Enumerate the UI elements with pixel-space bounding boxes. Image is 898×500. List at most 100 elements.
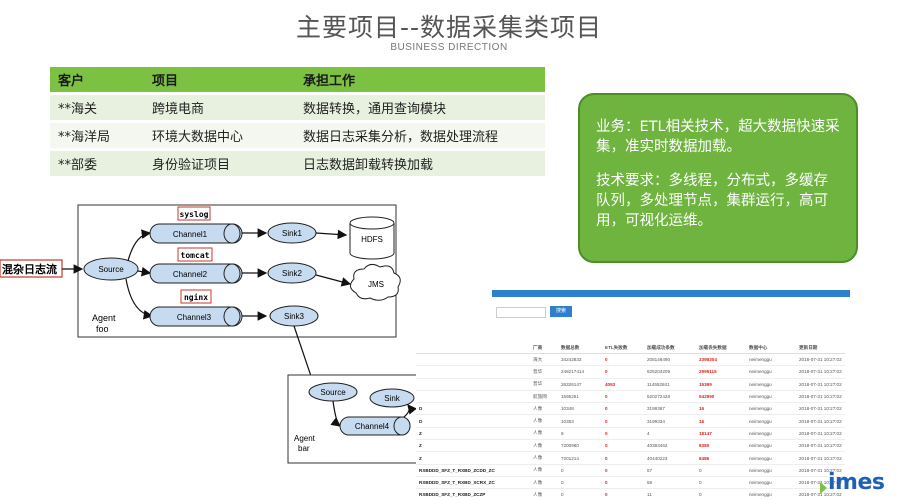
svg-text:nginx: nginx — [184, 292, 208, 302]
summary-box: 业务：ETL相关技术，超大数据快速采集，准实时数据加载。 技术要求：多线程，分布… — [578, 93, 858, 263]
svg-text:Source: Source — [320, 388, 346, 397]
stats-cell: RXBDDD_SFZ_T_RXBD_ZCDD_ZC — [416, 464, 530, 477]
stats-cell: 2018-07-31 10:27:02 — [796, 353, 845, 367]
stats-cell: neimenggu — [746, 427, 796, 441]
stats-cell — [416, 365, 530, 379]
stats-cell: 人像 — [530, 402, 558, 416]
channel3-node: Channel3 — [149, 306, 243, 327]
channel4-node: Channel4 — [339, 416, 411, 436]
business-text: 业务：ETL相关技术，超大数据快速采集，准实时数据加载。 — [596, 119, 840, 155]
stats-cell: 0 — [602, 365, 644, 379]
stats-cell: 7201214 — [558, 451, 602, 465]
search-button[interactable]: 搜索 — [550, 306, 572, 317]
hdfs-cylinder: HDFS — [349, 216, 395, 260]
stats-cell: 0 — [696, 476, 746, 490]
stats-cell: 普华 — [530, 378, 558, 391]
agent-bar-name: bar — [298, 444, 310, 453]
cell-customer: **部委 — [50, 148, 144, 176]
stats-cell: 人像 — [530, 488, 558, 500]
stats-cell: 海大 — [530, 353, 558, 367]
stats-cell: 2018-07-31 10:27:02 — [796, 365, 845, 379]
stats-cell: 0 — [602, 451, 644, 465]
logo-mark-icon — [820, 482, 827, 494]
search-input[interactable] — [496, 307, 546, 318]
stats-cell: 2018-07-31 10:27:02 — [796, 439, 845, 453]
svg-text:syslog: syslog — [180, 210, 209, 219]
agent-bar-label: Agent — [294, 434, 316, 443]
stats-cell: 0 — [602, 476, 644, 490]
stats-cell: 2018-07-31 10:27:02 — [796, 378, 845, 391]
header-project: 项目 — [144, 67, 295, 94]
table-row: **海关 跨境电商 数据转换，通用查询模块 — [50, 92, 545, 122]
stats-cell: 625204209 — [644, 365, 696, 379]
svg-text:Sink2: Sink2 — [282, 269, 303, 278]
stats-cell: 9 — [558, 427, 602, 441]
stats-header: ETL失败数 — [602, 342, 644, 354]
stats-cell: RXBDDD_SFZ_T_RXBD_XCRX_ZC — [416, 476, 530, 490]
stats-cell: neimenggu — [746, 378, 796, 391]
stats-cell — [416, 378, 530, 391]
svg-text:Sink: Sink — [384, 394, 401, 403]
stats-cell: neimenggu — [746, 414, 796, 428]
svg-text:Channel4: Channel4 — [355, 422, 390, 431]
stats-cell — [416, 353, 530, 367]
stats-cell: RXBDDD_SFZ_T_RXBD_ZCZP — [416, 488, 530, 500]
stats-table: 厂商 数据总数 ETL失败数 加载成功条数 加载丢失数据 数据中心 更新日期 海… — [416, 342, 845, 500]
stats-header: 加载丢失数据 — [696, 342, 746, 354]
stats-cell: neimenggu — [746, 451, 796, 465]
agent-foo-label: Agent — [92, 313, 116, 323]
stats-cell: 2018-07-31 10:27:02 — [796, 414, 845, 428]
stats-cell: 0 — [602, 464, 644, 477]
stats-cell: D — [416, 402, 530, 416]
stats-header: 加载成功条数 — [644, 342, 696, 354]
table-row: **部委 身份验证项目 日志数据卸载转换加载 — [50, 148, 545, 176]
cell-project: 身份验证项目 — [144, 148, 295, 176]
stats-cell: 58 — [644, 476, 696, 490]
cell-customer: **海关 — [50, 92, 144, 122]
cell-work: 数据转换，通用查询模块 — [295, 92, 545, 122]
stats-cell: Z — [416, 439, 530, 453]
stats-cell: 0 — [602, 488, 644, 500]
stats-cell: 10348 — [558, 402, 602, 416]
channel1-node: Channel1 — [149, 223, 243, 244]
stats-cell: 248217414 — [558, 365, 602, 379]
sink2-node: Sink2 — [267, 262, 317, 284]
stats-cell: 4 — [644, 427, 696, 441]
stats-cell: 2018-07-31 10:27:02 — [796, 488, 845, 500]
stats-header: 数据中心 — [746, 342, 796, 354]
stats-cell: 16 — [696, 402, 746, 416]
table-row: **海洋局 环境大数据中心 数据日志采集分析，数据处理流程 — [50, 120, 545, 150]
stats-cell: 0 — [558, 476, 602, 490]
sink3-node: Sink3 — [269, 305, 319, 327]
stats-cell: 2018-07-31 10:27:02 — [796, 427, 845, 441]
stats-cell: 0 — [602, 439, 644, 453]
stats-cell: neimenggu — [746, 390, 796, 404]
stats-cell: 0 — [602, 414, 644, 428]
svg-text:JMS: JMS — [368, 280, 384, 289]
stats-cell: Z — [416, 427, 530, 441]
stats-cell: 2398304 — [696, 353, 746, 367]
stats-cell: 40440223 — [644, 451, 696, 465]
stats-cell: 520272428 — [644, 390, 696, 404]
stats-cell: 0 — [602, 402, 644, 416]
cell-project: 环境大数据中心 — [144, 120, 295, 150]
cell-project: 跨境电商 — [144, 92, 295, 122]
stats-cell: Z — [416, 451, 530, 465]
stats-cell: 0 — [602, 353, 644, 367]
stats-cell: neimenggu — [746, 464, 796, 477]
stats-cell: 40383462 — [644, 439, 696, 453]
stats-cell: 0 — [558, 464, 602, 477]
stats-cell: 542990 — [696, 390, 746, 404]
stats-cell: 3199367 — [644, 402, 696, 416]
flume-diagram: Agent foo 混杂日志流 Source Channel1 Channel2… — [0, 204, 419, 464]
stats-cell: 2018-07-31 10:27:02 — [796, 402, 845, 416]
bar-source-node: Source — [308, 382, 358, 402]
stats-header-row: 厂商 数据总数 ETL失败数 加载成功条数 加载丢失数据 数据中心 更新日期 — [416, 342, 845, 354]
stats-cell: 航旅网 — [530, 390, 558, 404]
